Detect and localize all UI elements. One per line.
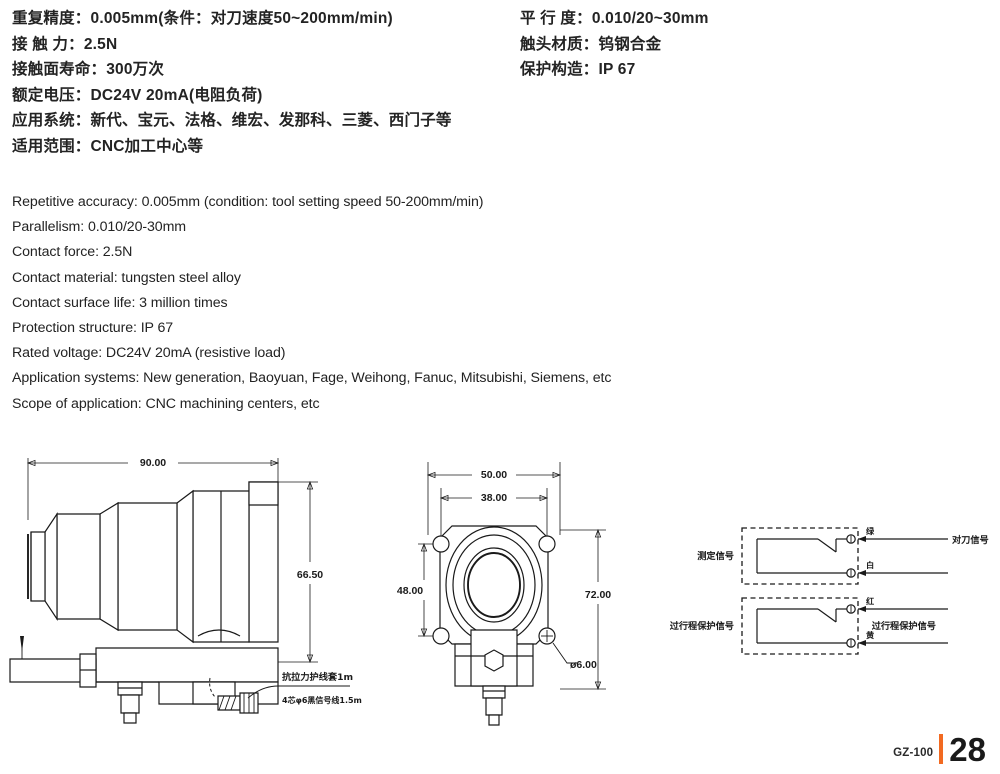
spec-cn-left-column: 重复精度：0.005mm(条件：对刀速度50~200mm/min) 接 触 力：… bbox=[12, 6, 512, 160]
cable-gland-symbol bbox=[217, 692, 259, 714]
wire-color-label: 绿 bbox=[866, 526, 875, 536]
dimension-height-72: 72.00 bbox=[560, 528, 614, 691]
label-strain-relief: 抗拉力护线套1m bbox=[282, 671, 353, 683]
cable-arm bbox=[9, 636, 97, 688]
spec-cn-line: 应用系统：新代、宝元、法格、维宏、发那科、三菱、西门子等 bbox=[12, 112, 452, 130]
label-signal-cable: 4芯φ6黑信号线1.5m bbox=[282, 695, 362, 705]
dimension-hole-pitch-38: 38.00 bbox=[439, 488, 549, 548]
wiring-circuit-2: 红 黄 过行程保护信号 过行程保护信号 bbox=[670, 596, 948, 655]
specifications-english: Repetitive accuracy: 0.005mm (condition:… bbox=[12, 190, 972, 417]
wire-color-label: 红 bbox=[866, 596, 874, 606]
spec-en-line: Contact material: tungsten steel alloy bbox=[12, 269, 241, 286]
technical-drawings: 90.00 66.50 bbox=[0, 440, 1000, 774]
wiring-input-label: 过行程保护信号 bbox=[670, 620, 734, 632]
spec-en-line: Rated voltage: DC24V 20mA (resistive loa… bbox=[12, 345, 286, 362]
spec-cn-line: 触头材质：钨钢合金 bbox=[520, 35, 662, 53]
dimension-label-height: 66.50 bbox=[297, 569, 323, 581]
dimension-label-hole-pitch-y: 48.00 bbox=[397, 585, 423, 597]
wire-color-label: 白 bbox=[866, 560, 874, 570]
dimension-label-outer-height: 72.00 bbox=[585, 589, 611, 601]
bottom-cable-block bbox=[454, 629, 534, 687]
wiring-input-label: 测定信号 bbox=[697, 550, 734, 562]
dimension-label-length: 90.00 bbox=[140, 457, 166, 469]
wiring-diagram: 绿 白 测定信号 对刀信号 bbox=[670, 526, 989, 655]
cable-gland-callout: 抗拉力护线套1m 4芯φ6黑信号线1.5m bbox=[209, 671, 362, 714]
spec-cn-line: 额定电压：DC24V 20mA(电阻负荷) bbox=[12, 86, 263, 104]
wire-color-label: 黄 bbox=[866, 630, 874, 640]
dimension-label-outer-width: 50.00 bbox=[481, 469, 507, 481]
spec-cn-line: 重复精度：0.005mm(条件：对刀速度50~200mm/min) bbox=[12, 10, 393, 27]
spec-en-line: Contact surface life: 3 million times bbox=[12, 294, 228, 311]
spec-en-line: Parallelism: 0.010/20-30mm bbox=[12, 219, 187, 236]
wiring-output-label: 过行程保护信号 bbox=[872, 620, 936, 632]
product-model-label: GZ-100 bbox=[893, 747, 934, 759]
dimension-label-hole-diameter: ø6.00 bbox=[570, 659, 597, 671]
specifications-chinese: 重复精度：0.005mm(条件：对刀速度50~200mm/min) 接 触 力：… bbox=[0, 0, 1000, 178]
probe-body-profile bbox=[27, 481, 279, 644]
spec-en-line: Contact force: 2.5N bbox=[12, 244, 133, 261]
dimension-height-66-50: 66.50 bbox=[278, 480, 324, 664]
wiring-circuit-1: 绿 白 测定信号 对刀信号 bbox=[697, 526, 989, 585]
spec-en-line: Protection structure: IP 67 bbox=[12, 320, 174, 337]
spec-en-line: Scope of application: CNC machining cent… bbox=[12, 395, 320, 412]
spec-cn-right-column: 平 行 度：0.010/20~30mm 触头材质：钨钢合金 保护构造：IP 67 bbox=[520, 6, 990, 83]
mounting-holes bbox=[432, 535, 556, 645]
page-footer: GZ-100 28 bbox=[893, 733, 986, 766]
spec-en-line: Repetitive accuracy: 0.005mm (condition:… bbox=[12, 194, 484, 210]
front-view-drawing: 50.00 38.00 48.00 bbox=[396, 462, 614, 726]
dimension-length-90: 90.00 bbox=[26, 455, 280, 528]
spec-cn-line: 平 行 度：0.010/20~30mm bbox=[520, 10, 709, 27]
bottom-connector bbox=[117, 681, 143, 724]
dimension-width-50: 50.00 bbox=[426, 462, 562, 535]
side-view-drawing: 90.00 66.50 bbox=[9, 455, 362, 724]
dimension-label-hole-pitch-x: 38.00 bbox=[481, 492, 507, 504]
wiring-output-label: 对刀信号 bbox=[952, 534, 989, 546]
spec-cn-line: 保护构造：IP 67 bbox=[520, 61, 636, 79]
page-number: 28 bbox=[949, 731, 986, 768]
spec-cn-line: 接触面寿命：300万次 bbox=[12, 61, 165, 79]
front-view-bottom-connector bbox=[482, 685, 506, 726]
spec-en-line: Application systems: New generation, Bao… bbox=[12, 370, 612, 387]
concentric-bore-rings bbox=[445, 526, 543, 644]
spec-cn-line: 适用范围：CNC加工中心等 bbox=[12, 137, 204, 155]
accent-bar bbox=[939, 734, 944, 764]
spec-cn-line: 接 触 力：2.5N bbox=[12, 35, 118, 53]
dimension-hole-diameter: ø6.00 bbox=[552, 642, 597, 671]
